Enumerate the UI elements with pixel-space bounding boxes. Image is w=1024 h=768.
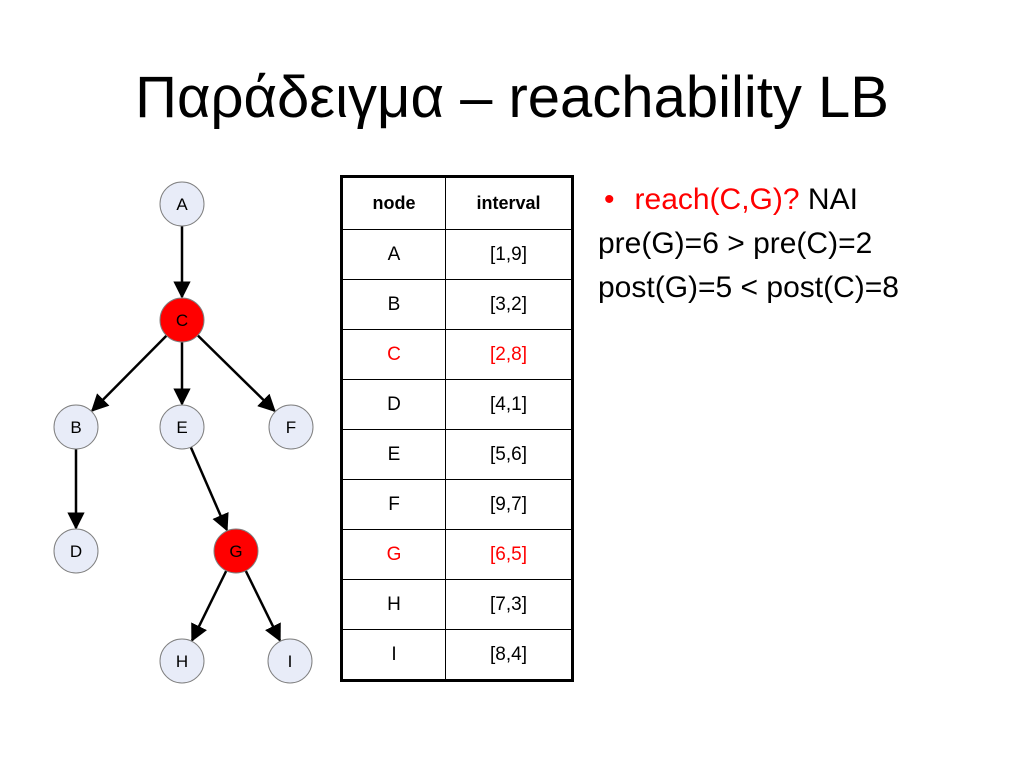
table-row: A[1,9]: [341, 229, 573, 280]
edge-G-I: [244, 570, 281, 642]
row-node: G: [341, 529, 446, 580]
node-label: G: [229, 542, 242, 561]
tree-node-E: E: [159, 404, 205, 450]
table-row: I[8,4]: [341, 629, 573, 681]
edge-E-G: [189, 446, 229, 532]
reach-question: reach(C,G)?: [634, 183, 800, 216]
node-circle: [53, 528, 99, 574]
row-interval: [9,7]: [445, 479, 573, 530]
table-row: B[3,2]: [341, 279, 573, 330]
node-label: D: [70, 542, 82, 561]
table-row: D[4,1]: [341, 379, 573, 430]
tree-nodes: A C B E F D G H I: [53, 181, 314, 684]
header-node: node: [341, 176, 446, 230]
row-node: B: [341, 279, 446, 330]
node-circle: [159, 404, 205, 450]
node-label: A: [176, 195, 188, 214]
interval-table: node interval A[1,9]B[3,2]C[2,8]D[4,1]E[…: [340, 175, 574, 682]
table-row: C[2,8]: [341, 329, 573, 380]
row-interval: [1,9]: [445, 229, 573, 280]
node-circle: [268, 404, 314, 450]
reach-answer: NAI: [807, 183, 858, 216]
row-node: C: [341, 329, 446, 380]
tree-node-G: G: [213, 528, 259, 574]
tree-node-C: C: [159, 297, 205, 343]
tree-node-D: D: [53, 528, 99, 574]
tree-node-F: F: [268, 404, 314, 450]
tree-node-A: A: [159, 181, 205, 227]
row-node: I: [341, 629, 446, 681]
row-interval: [8,4]: [445, 629, 573, 681]
bullet-icon: •: [604, 183, 615, 216]
row-node: H: [341, 579, 446, 630]
slide-title: Παράδειγμα – reachability LB: [135, 65, 889, 130]
node-circle: [159, 181, 205, 227]
row-interval: [5,6]: [445, 429, 573, 480]
node-label: I: [288, 652, 293, 671]
node-label: B: [70, 418, 81, 437]
tree-edges: [67, 226, 281, 642]
edge-C-F: [196, 334, 276, 413]
node-circle: [213, 528, 259, 574]
table-row: H[7,3]: [341, 579, 573, 630]
node-label: E: [176, 418, 187, 437]
row-node: D: [341, 379, 446, 430]
table-row: E[5,6]: [341, 429, 573, 480]
row-node: A: [341, 229, 446, 280]
row-interval: [6,5]: [445, 529, 573, 580]
tree-node-I: I: [267, 638, 313, 684]
edge-G-H: [191, 570, 228, 642]
row-node: E: [341, 429, 446, 480]
node-label: F: [286, 418, 296, 437]
row-interval: [2,8]: [445, 329, 573, 380]
tree-node-H: H: [159, 638, 205, 684]
pre-comparison: pre(G)=6 > pre(C)=2: [598, 227, 873, 260]
table-row: F[9,7]: [341, 479, 573, 530]
row-interval: [4,1]: [445, 379, 573, 430]
node-circle: [53, 404, 99, 450]
node-label: C: [176, 311, 188, 330]
node-circle: [267, 638, 313, 684]
table-row: G[6,5]: [341, 529, 573, 580]
node-label: H: [176, 652, 188, 671]
notes-panel: • reach(C,G)? NAI pre(G)=6 > pre(C)=2 po…: [598, 178, 899, 310]
tree-node-B: B: [53, 404, 99, 450]
row-node: F: [341, 479, 446, 530]
node-circle: [159, 638, 205, 684]
table-header-row: node interval: [341, 176, 573, 230]
node-circle: [159, 297, 205, 343]
row-interval: [3,2]: [445, 279, 573, 330]
row-interval: [7,3]: [445, 579, 573, 630]
header-interval: interval: [445, 176, 573, 230]
tree-diagram: A C B E F D G H I: [53, 181, 314, 684]
bullet-question: • reach(C,G)? NAI: [598, 178, 899, 222]
post-comparison: post(G)=5 < post(C)=8: [598, 271, 899, 304]
edge-C-B: [90, 334, 168, 412]
